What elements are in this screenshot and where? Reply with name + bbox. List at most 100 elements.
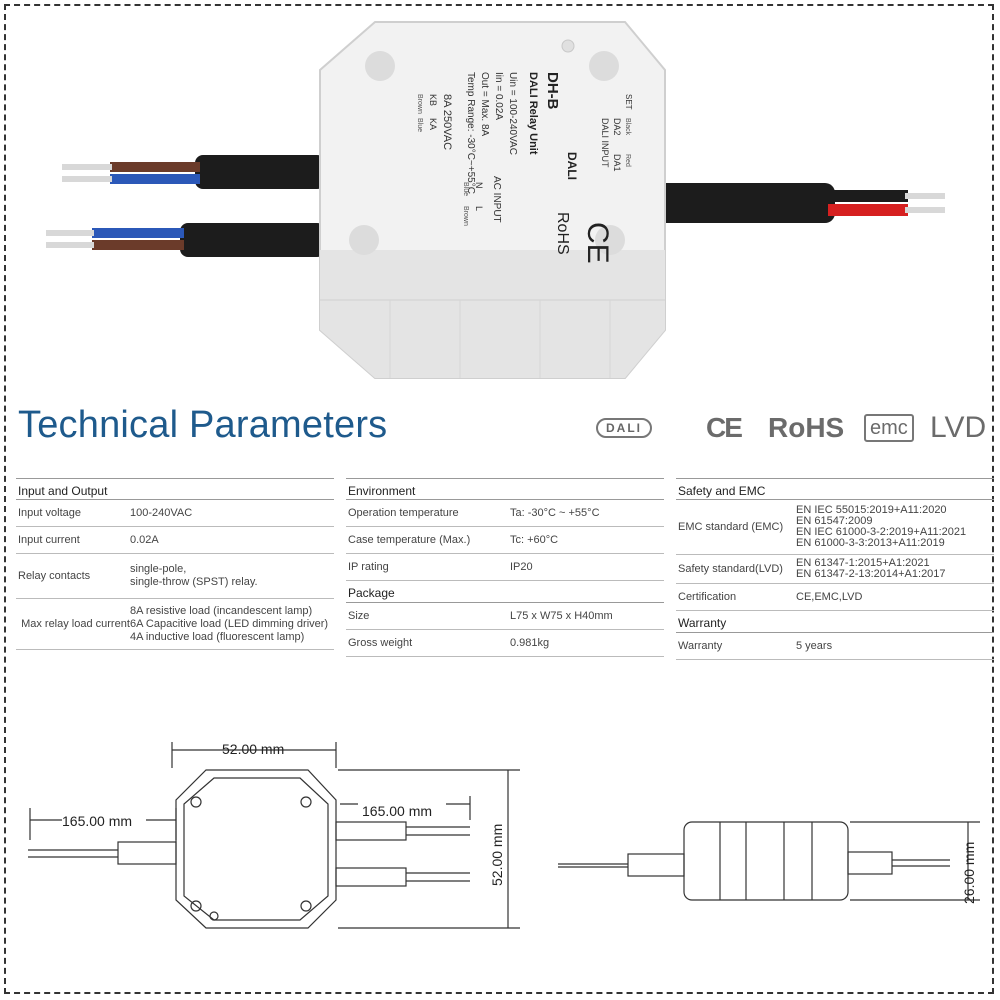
param-key: Operation temperature: [348, 507, 459, 519]
relay-rating-label: 8A 250VAC: [441, 94, 453, 150]
certification-logos: DALI CE RoHS emc LVD: [596, 406, 994, 450]
relay-terminal-ka: KA: [428, 118, 438, 130]
param-key: Input current: [18, 534, 80, 546]
table-row: Relay contacts single-pole, single-throw…: [16, 554, 334, 599]
param-key: Max relay load current: [18, 618, 130, 630]
param-value: EN 61347-1:2015+A1:2021: [796, 557, 930, 569]
table-row: Input voltage 100-240VAC: [16, 500, 334, 527]
spec-line-2: Iin = 0.02A: [493, 72, 504, 120]
param-key: EMC standard (EMC): [678, 521, 784, 533]
width-dimension-label: 52.00 mm: [222, 741, 284, 757]
spec-line-4: Temp Range: -30°C~+55°C: [465, 72, 476, 194]
table-row: Operation temperature Ta: -30°C ~ +55°C: [346, 500, 664, 527]
param-key: Size: [348, 610, 370, 622]
warranty-heading: Warranty: [676, 611, 994, 633]
relay-output-cable: [62, 155, 325, 189]
emc-logo: emc: [864, 406, 914, 450]
side-view-drawing: [558, 821, 980, 901]
table-row: Warranty 5 years: [676, 633, 994, 660]
table-row: Input current 0.02A: [16, 527, 334, 554]
safety-warranty-table: Safety and EMC EMC standard (EMC) EN IEC…: [676, 478, 994, 660]
package-heading: Package: [346, 581, 664, 603]
model-label: DH-B: [544, 72, 561, 110]
spec-line-3: Out = Max. 8A: [479, 72, 490, 137]
param-value: single-pole,: [130, 563, 187, 575]
table-row: Size L75 x W75 x H40mm: [346, 603, 664, 630]
ce-mark: CE: [581, 222, 614, 264]
param-value: EN 61547:2009: [796, 515, 873, 527]
param-value: EN IEC 61000-3-2:2019+A11:2021: [796, 526, 967, 538]
ac-terminal-l: L: [474, 206, 484, 211]
depth-dimension-label: 26.00 mm: [961, 842, 977, 904]
param-value: 6A Capacitive load (LED dimming driver): [130, 617, 329, 630]
rohs-logo: RoHS: [768, 412, 845, 443]
param-value: Tc: +60°C: [510, 533, 559, 546]
height-dimension-label: 52.00 mm: [489, 824, 505, 886]
param-value: 0.981kg: [510, 636, 550, 649]
dali-terminal-da1: DA1: [612, 154, 622, 172]
param-value: EN 61347-2-13:2014+A1:2017: [796, 568, 946, 580]
product-photo: DH-B DALI Relay Unit Uin = 100-240VAC Ii…: [46, 21, 945, 379]
ce-logo: CE: [706, 412, 743, 443]
param-value: 100-240VAC: [130, 506, 193, 519]
table-row: Gross weight 0.981kg: [346, 630, 664, 657]
param-key: IP rating: [348, 561, 389, 573]
dali-wire-black: Black: [624, 118, 631, 136]
relay-wire-blue: Blue: [416, 118, 423, 132]
input-output-table: Input and Output Input voltage 100-240VA…: [16, 478, 334, 650]
section-title: Technical Parameters: [18, 404, 388, 446]
ac-wire-brown: Brown: [462, 206, 469, 226]
dali-wire-red: Red: [624, 154, 631, 167]
ac-input-cable: [46, 223, 325, 257]
relay-terminal-kb: KB: [428, 94, 438, 106]
housing-label: DH-B DALI Relay Unit Uin = 100-240VAC Ii…: [416, 72, 633, 264]
relay-housing: [319, 21, 666, 379]
param-key: Safety standard(LVD): [678, 563, 783, 575]
emc-logo-text: emc: [864, 414, 914, 442]
spec-line-1: Uin = 100-240VAC: [507, 72, 518, 155]
param-key: Warranty: [678, 640, 723, 652]
ac-wire-blue: Blue: [462, 182, 469, 196]
table-row: EMC standard (EMC) EN IEC 55015:2019+A11…: [676, 500, 994, 555]
dali-logo-text: DALI: [596, 418, 652, 438]
safety-heading: Safety and EMC: [676, 478, 994, 500]
param-value: CE,EMC,LVD: [796, 590, 863, 603]
param-value: 8A resistive load (incandescent lamp): [130, 604, 313, 617]
set-label: SET: [624, 94, 633, 110]
dali-input-label: DALI INPUT: [600, 118, 610, 168]
param-value: IP20: [510, 560, 533, 573]
dali-input-cable: [655, 183, 945, 223]
param-value: single-throw (SPST) relay.: [130, 576, 258, 588]
param-key: Relay contacts: [18, 570, 91, 582]
table-row: Case temperature (Max.) Tc: +60°C: [346, 527, 664, 554]
lvd-logo: LVD: [930, 411, 987, 444]
param-key: Certification: [678, 591, 737, 603]
left-cable-dimension-label: 165.00 mm: [62, 813, 132, 829]
param-value: 0.02A: [130, 533, 159, 546]
dali-terminal-da2: DA2: [612, 118, 622, 136]
table-row: IP rating IP20: [346, 554, 664, 581]
param-key: Gross weight: [348, 637, 413, 649]
relay-wire-brown: Brown: [416, 94, 423, 114]
ac-terminal-n: N: [474, 182, 484, 189]
table-row: Safety standard(LVD) EN 61347-1:2015+A1:…: [676, 555, 994, 584]
param-value: EN 61000-3-3:2013+A11:2019: [796, 537, 945, 549]
table-row: Max relay load current 8A resistive load…: [16, 599, 334, 650]
param-value: Ta: -30°C ~ +55°C: [510, 506, 600, 519]
environment-heading: Environment: [346, 478, 664, 500]
input-output-heading: Input and Output: [16, 478, 334, 500]
table-row: Certification CE,EMC,LVD: [676, 584, 994, 611]
rohs-mark: RoHS: [554, 212, 571, 255]
param-value: EN IEC 55015:2019+A11:2020: [796, 504, 947, 516]
dimension-drawings: 52.00 mm 165.00 mm 165.00 mm 52.00 mm 26…: [28, 741, 980, 929]
param-value: L75 x W75 x H40mm: [510, 609, 613, 622]
product-name-label: DALI Relay Unit: [527, 72, 539, 155]
right-cable-dimension-label: 165.00 mm: [362, 803, 432, 819]
param-value: 5 years: [796, 639, 833, 652]
top-view-drawing: [28, 742, 520, 929]
ac-input-label: AC INPUT: [491, 176, 502, 223]
dali-logo-mark: DALI: [565, 152, 579, 180]
param-key: Case temperature (Max.): [348, 534, 471, 546]
environment-package-table: Environment Operation temperature Ta: -3…: [346, 478, 664, 657]
